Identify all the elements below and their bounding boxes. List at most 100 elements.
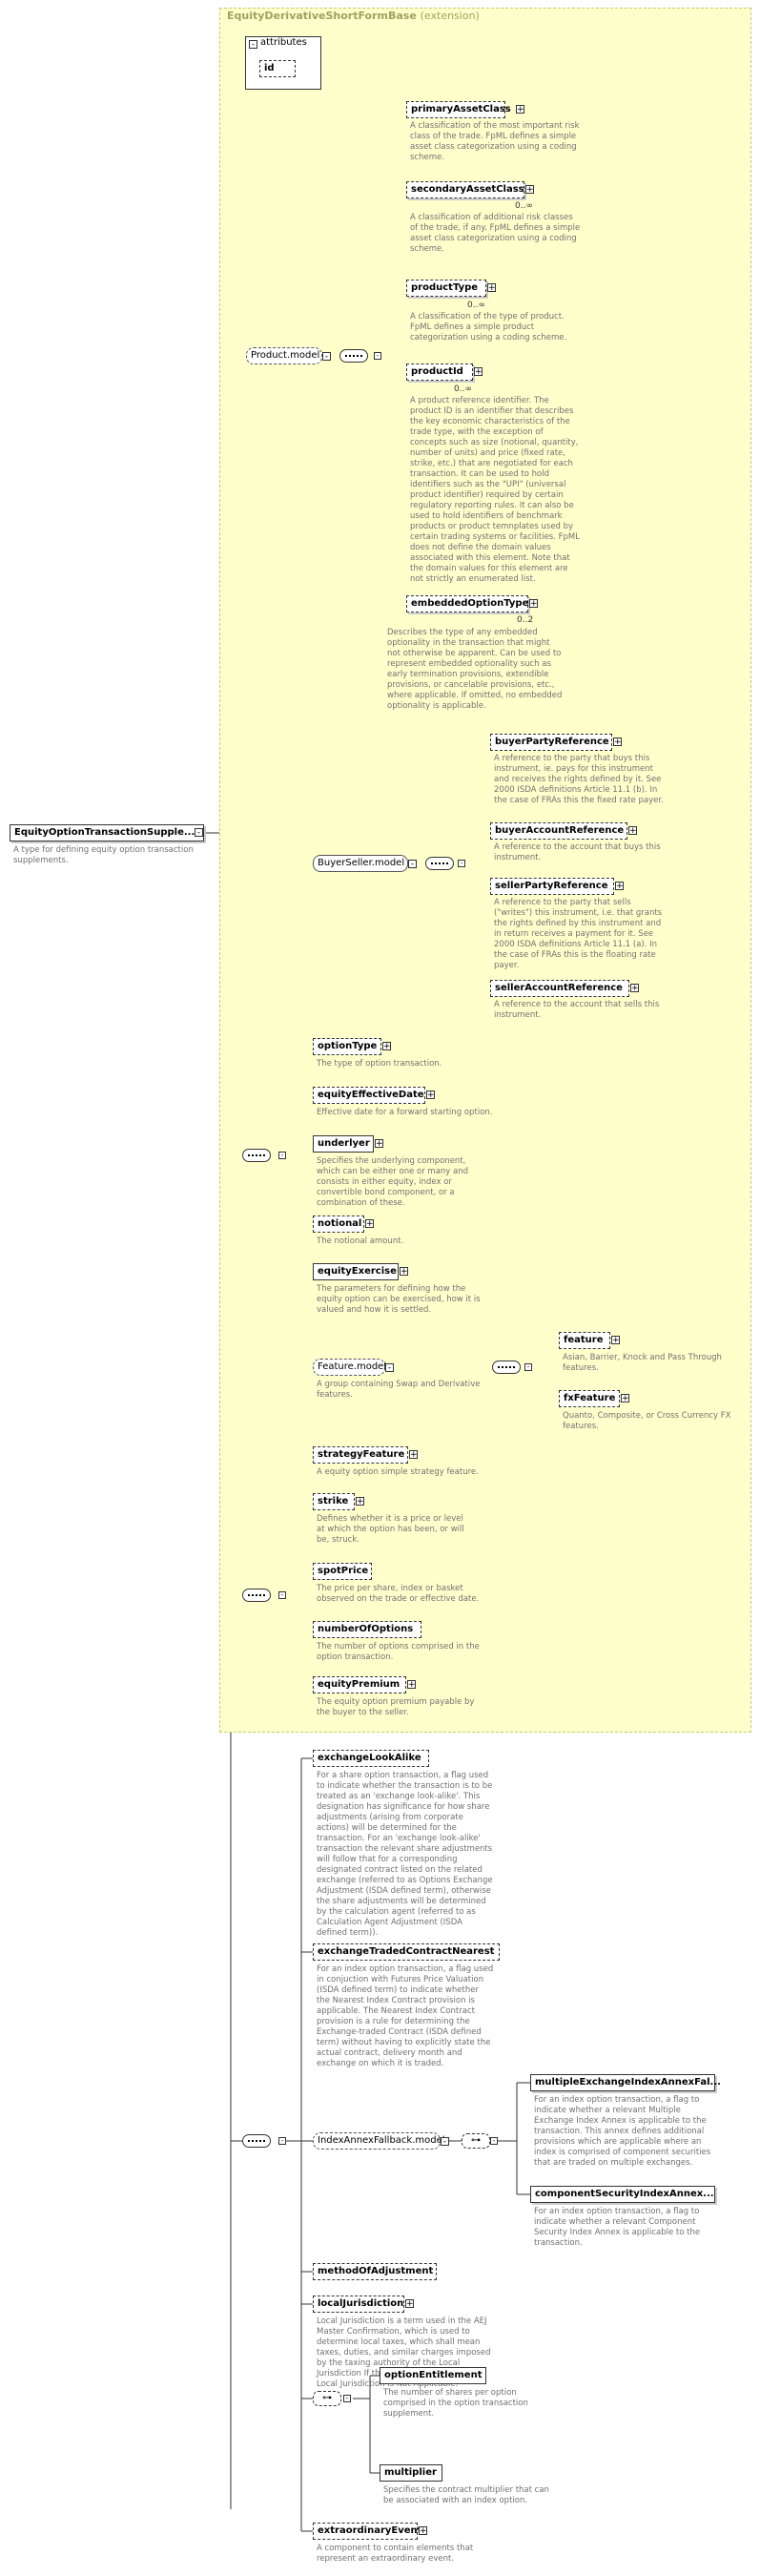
root-type-node[interactable]: EquityOptionTransactionSupple... [10, 824, 204, 841]
element-secondaryAssetClass[interactable]: secondaryAssetClass [406, 181, 524, 198]
element-feature[interactable]: feature [559, 1332, 610, 1349]
base-sequence-connector[interactable]: - [278, 1152, 286, 1159]
expand-plus-icon[interactable]: + [516, 105, 524, 114]
element-doc: The notional amount. [317, 1236, 404, 1246]
product-model-expand-icon[interactable]: - [322, 352, 331, 362]
element-optionEntitlement[interactable]: optionEntitlement [380, 2367, 486, 2384]
expand-plus-icon[interactable]: + [621, 1394, 629, 1403]
expand-plus-icon[interactable]: + [375, 1139, 383, 1149]
index-annex-fallback-group[interactable]: IndexAnnexFallback.model [313, 2132, 445, 2150]
element-label: secondaryAssetClass [411, 184, 524, 195]
element-localJurisdiction[interactable]: localJurisdiction [313, 2296, 404, 2313]
element-equityExercise[interactable]: equityExercise [313, 1263, 399, 1280]
expand-plus-icon[interactable]: + [405, 2299, 414, 2309]
expand-plus-icon[interactable]: + [613, 737, 622, 747]
extension-title: EquityDerivativeShortFormBase (extension… [227, 10, 480, 22]
element-spotPrice[interactable]: spotPrice [313, 1563, 372, 1580]
element-extraordinaryEvents[interactable]: extraordinaryEvents [313, 2523, 427, 2540]
element-doc: A equity option simple strategy feature. [317, 1467, 479, 1477]
element-embeddedOptionType[interactable]: embeddedOptionType [406, 595, 528, 613]
expand-plus-icon[interactable]: + [356, 1497, 364, 1506]
expand-plus-icon[interactable]: + [409, 1450, 418, 1460]
element-exchangeTradedContractNearest[interactable]: exchangeTradedContractNearest [313, 1943, 500, 1961]
expand-plus-icon[interactable]: + [365, 1219, 374, 1229]
feature-model-sequence-connector[interactable]: - [524, 1363, 532, 1371]
element-exchangeLookAlike[interactable]: exchangeLookAlike [313, 1750, 429, 1767]
index-annex-label: IndexAnnexFallback.model [318, 2135, 445, 2146]
element-productId[interactable]: productId [406, 364, 473, 381]
element-sellerPartyReference[interactable]: sellerPartyReference [490, 878, 614, 895]
element-buyerPartyReference[interactable]: buyerPartyReference [490, 734, 612, 751]
element-label: underlyer [318, 1138, 370, 1149]
attributes-label: attributes [260, 37, 307, 48]
element-multipleExchangeIndexAnnexFallback[interactable]: multipleExchangeIndexAnnexFal... [530, 2074, 721, 2091]
root-expand-icon[interactable]: - [195, 828, 203, 838]
product-model-group[interactable]: Product.model [246, 347, 322, 364]
expand-plus-icon[interactable]: + [426, 1091, 435, 1100]
element-strategyFeature[interactable]: strategyFeature [313, 1446, 408, 1464]
root-doc: A type for defining equity option transa… [13, 845, 194, 865]
buyer-seller-model-group[interactable]: BuyerSeller.model [313, 855, 408, 872]
expand-plus-icon[interactable]: + [400, 1267, 408, 1277]
element-strike[interactable]: strike [313, 1493, 355, 1510]
attribute-id[interactable]: id [259, 60, 296, 77]
product-model-label: Product.model [251, 350, 320, 361]
element-buyerAccountReference[interactable]: buyerAccountReference [490, 822, 627, 840]
element-equityEffectiveDate[interactable]: equityEffectiveDate [313, 1087, 425, 1104]
element-productType[interactable]: productType [406, 280, 486, 297]
expand-plus-icon[interactable]: + [525, 185, 534, 195]
element-primaryAssetClass[interactable]: primaryAssetClass [406, 101, 511, 118]
element-sellerAccountReference[interactable]: sellerAccountReference [490, 980, 629, 997]
expand-plus-icon[interactable]: + [611, 1336, 620, 1345]
index-annex-choice-icon: ⊶ [462, 2133, 490, 2149]
element-multiplier[interactable]: multiplier [380, 2464, 442, 2482]
element-doc: Asian, Barrier, Knock and Pass Through f… [563, 1353, 722, 1373]
element-label: extraordinaryEvents [318, 2525, 428, 2536]
expand-plus-icon[interactable]: + [615, 882, 624, 891]
product-model-sequence-connector[interactable]: - [374, 352, 381, 360]
element-doc: Quanto, Composite, or Cross Currency FX … [563, 1411, 731, 1431]
element-optionType[interactable]: optionType [313, 1038, 381, 1055]
element-notional[interactable]: notional [313, 1215, 364, 1233]
element-label: primaryAssetClass [411, 104, 511, 114]
attribute-id-label: id [264, 63, 275, 73]
expand-plus-icon[interactable]: + [419, 2526, 427, 2536]
element-doc: A reference to the party that buys this … [494, 754, 664, 805]
expand-plus-icon[interactable]: + [382, 1042, 391, 1051]
expand-plus-icon[interactable]: + [628, 826, 637, 836]
extension-suffix: (extension) [420, 10, 480, 22]
element-numberOfOptions[interactable]: numberOfOptions [313, 1621, 421, 1638]
element-underlyer[interactable]: underlyer [313, 1135, 374, 1153]
element-doc: For an index option transaction, a flag … [317, 1964, 494, 2068]
attributes-collapse-icon[interactable]: - [249, 40, 257, 50]
feature-model-expand-icon[interactable]: - [385, 1363, 394, 1373]
element-doc: A classification of the type of product.… [410, 312, 567, 343]
index-annex-choice-connector[interactable]: - [490, 2137, 498, 2145]
element-doc: The price per share, index or basket obs… [317, 1584, 480, 1604]
index-annex-expand-icon[interactable]: - [441, 2137, 449, 2147]
element-methodOfAdjustment[interactable]: methodOfAdjustment [313, 2263, 437, 2280]
element-label: exchangeLookAlike [318, 1753, 421, 1763]
expand-plus-icon[interactable]: + [474, 367, 483, 377]
supplement-sequence-connector[interactable]: - [278, 2137, 286, 2145]
element-fxFeature[interactable]: fxFeature [559, 1390, 620, 1407]
premium-sequence-connector[interactable]: - [278, 1591, 286, 1599]
element-equityPremium[interactable]: equityPremium [313, 1676, 406, 1693]
buyer-seller-sequence-connector[interactable]: - [458, 860, 465, 867]
element-doc: Specifies the underlying component, whic… [317, 1156, 469, 1208]
buyer-seller-expand-icon[interactable]: - [408, 860, 417, 869]
element-componentSecurityIndexAnnexFallback[interactable]: componentSecurityIndexAnnex... [530, 2186, 715, 2203]
expand-plus-icon[interactable]: + [630, 984, 639, 993]
expand-plus-icon[interactable]: + [487, 283, 496, 293]
feature-model-group[interactable]: Feature.model [313, 1359, 386, 1376]
extension-type-name: EquityDerivativeShortFormBase [227, 10, 417, 22]
element-label: componentSecurityIndexAnnex... [535, 2189, 714, 2199]
expand-plus-icon[interactable]: + [529, 599, 538, 609]
occurrence: 0..∞ [515, 201, 533, 211]
element-label: numberOfOptions [318, 1624, 414, 1634]
element-doc: A component to contain elements that rep… [317, 2544, 474, 2564]
element-label: buyerPartyReference [495, 737, 609, 747]
option-choice-connector[interactable]: - [343, 2395, 351, 2402]
expand-plus-icon[interactable]: + [407, 1680, 416, 1690]
